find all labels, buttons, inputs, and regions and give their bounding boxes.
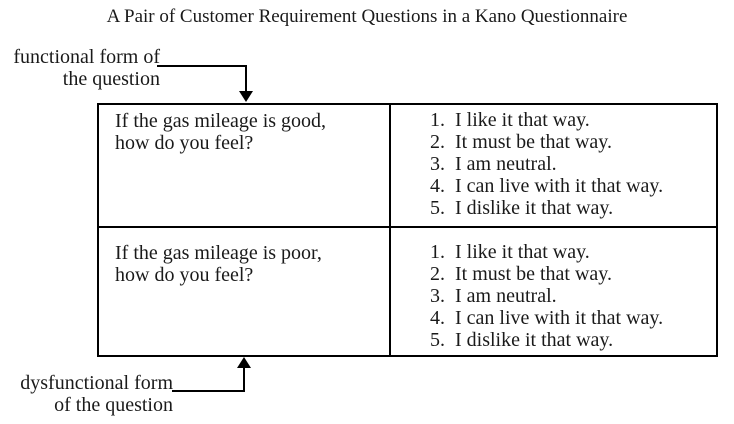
table-row-functional: If the gas mileage is good, how do you f… [97, 103, 718, 228]
option-number: 2. [430, 131, 445, 153]
figure-title: A Pair of Customer Requirement Questions… [106, 6, 628, 27]
functional-answers-cell: 1. I like it that way. 2. It must be tha… [389, 103, 718, 228]
functional-arrow-horizontal-line [157, 65, 247, 67]
option-number: 3. [430, 285, 445, 307]
option-text: I dislike it that way. [455, 197, 614, 219]
functional-form-label: functional form of the question [10, 46, 160, 90]
list-item: 5. I dislike it that way. [391, 197, 716, 219]
up-arrow-icon [237, 357, 251, 368]
list-item: 3. I am neutral. [391, 153, 716, 175]
dysfunctional-form-label-line1: dysfunctional form [20, 372, 173, 394]
functional-arrow-vertical-line [245, 65, 247, 92]
functional-question-text: If the gas mileage is good, how do you f… [99, 105, 389, 154]
functional-question-line2: how do you feel? [115, 132, 254, 154]
dysfunctional-form-label: dysfunctional form of the question [7, 372, 173, 416]
dysfunctional-question-line2: how do you feel? [115, 264, 254, 286]
option-text: I dislike it that way. [455, 329, 614, 351]
option-text: It must be that way. [455, 263, 613, 285]
option-number: 4. [430, 307, 445, 329]
list-item: 3. I am neutral. [391, 285, 716, 307]
option-number: 4. [430, 175, 445, 197]
option-number: 2. [430, 263, 445, 285]
list-item: 2. It must be that way. [391, 131, 716, 153]
dysfunctional-arrow-horizontal-line [172, 390, 245, 392]
dysfunctional-answers-cell: 1. I like it that way. 2. It must be tha… [389, 226, 718, 357]
list-item: 1. I like it that way. [391, 109, 716, 131]
list-item: 1. I like it that way. [391, 241, 716, 263]
option-number: 5. [430, 197, 445, 219]
table-row-dysfunctional: If the gas mileage is poor, how do you f… [97, 226, 718, 357]
option-number: 1. [430, 109, 445, 131]
option-number: 1. [430, 241, 445, 263]
option-text: I like it that way. [455, 109, 590, 131]
functional-question-line1: If the gas mileage is good, [115, 110, 327, 132]
option-number: 5. [430, 329, 445, 351]
dysfunctional-question-cell: If the gas mileage is poor, how do you f… [97, 226, 391, 357]
down-arrow-icon [239, 91, 253, 102]
list-item: 4. I can live with it that way. [391, 307, 716, 329]
option-text: I like it that way. [455, 241, 590, 263]
dysfunctional-form-label-line2: of the question [54, 394, 173, 416]
functional-answer-options: 1. I like it that way. 2. It must be tha… [391, 105, 716, 219]
list-item: 2. It must be that way. [391, 263, 716, 285]
dysfunctional-arrow-vertical-line [243, 362, 245, 392]
functional-form-label-line1: functional form of [13, 46, 160, 68]
option-text: I can live with it that way. [455, 175, 664, 197]
option-text: It must be that way. [455, 131, 613, 153]
dysfunctional-question-text: If the gas mileage is poor, how do you f… [99, 228, 389, 286]
dysfunctional-answer-options: 1. I like it that way. 2. It must be tha… [391, 228, 716, 351]
functional-question-cell: If the gas mileage is good, how do you f… [97, 103, 391, 228]
option-text: I am neutral. [455, 285, 557, 307]
kano-questionnaire-table: If the gas mileage is good, how do you f… [97, 103, 718, 357]
option-number: 3. [430, 153, 445, 175]
dysfunctional-question-line1: If the gas mileage is poor, [115, 242, 322, 264]
option-text: I am neutral. [455, 153, 557, 175]
option-text: I can live with it that way. [455, 307, 664, 329]
list-item: 4. I can live with it that way. [391, 175, 716, 197]
list-item: 5. I dislike it that way. [391, 329, 716, 351]
functional-form-label-line2: the question [62, 68, 160, 90]
